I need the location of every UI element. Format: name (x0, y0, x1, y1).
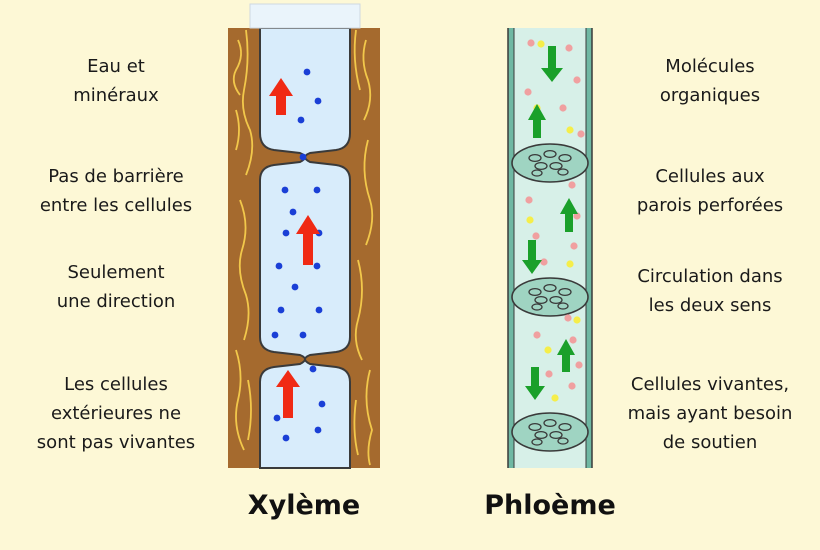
phloem-arrow-up-icon (560, 198, 578, 232)
phloem-label-3: Circulation dans les deux sens (610, 262, 810, 320)
phloem-sieve-plate (511, 143, 589, 183)
label-line: mais ayant besoin (627, 403, 793, 424)
xylem-vessel (228, 3, 380, 469)
phloem-label-4: Cellules vivantes, mais ayant besoin de … (606, 370, 814, 457)
phloem-arrow-down-icon (522, 240, 542, 274)
label-line: entre les cellules (39, 195, 193, 216)
phloem-arrow-down-icon (541, 46, 563, 82)
phloem-arrows (522, 46, 578, 400)
label-line: sont pas vivantes (36, 432, 196, 453)
xylem-arrows (269, 78, 320, 418)
phloem-arrow-up-icon (557, 339, 575, 372)
phloem-title: Phloème (484, 490, 616, 521)
label-line: une direction (56, 291, 176, 312)
label-line: Seulement (67, 262, 165, 283)
phloem-sieve-plate (511, 412, 589, 452)
label-line: organiques (659, 85, 761, 106)
label-line: Molécules (665, 56, 755, 77)
label-line: minéraux (73, 85, 159, 106)
label-line: Cellules vivantes, (630, 374, 790, 395)
phloem-sieve-plate (511, 277, 589, 317)
label-line: les deux sens (648, 295, 772, 316)
xylem-arrow-up-icon (269, 78, 293, 115)
xylem-title: Xylème (247, 490, 361, 521)
xylem-bark-veins (232, 29, 374, 466)
label-line: Les cellules (64, 374, 168, 395)
label-line: extérieures ne (50, 403, 182, 424)
phloem-arrow-up-icon (528, 104, 546, 138)
xylem-dots (271, 68, 326, 442)
label-line: de soutien (662, 432, 758, 453)
phloem-label-2: Cellules aux parois perforées (610, 162, 810, 220)
xylem-label-2: Pas de barrière entre les cellules (20, 162, 212, 220)
xylem-arrow-up-icon (296, 215, 320, 265)
label-line: Circulation dans (637, 266, 783, 287)
label-line: Cellules aux (655, 166, 765, 187)
phloem-tube (509, 28, 591, 468)
xylem-top-frame (249, 3, 361, 29)
phloem-vessel (507, 28, 593, 468)
phloem-label-1: Molécules organiques (610, 52, 810, 110)
phloem-dots-pink (524, 39, 585, 390)
xylem-label-4: Les cellules extérieures ne sont pas viv… (20, 370, 212, 457)
label-line: Pas de barrière (48, 166, 184, 187)
label-line: parois perforées (636, 195, 784, 216)
xylem-arrow-up-icon (276, 370, 300, 418)
xylem-label-3: Seulement une direction (30, 258, 202, 316)
label-line: Eau et (87, 56, 145, 77)
xylem-label-1: Eau et minéraux (46, 52, 186, 110)
phloem-arrow-down-icon (525, 367, 545, 400)
